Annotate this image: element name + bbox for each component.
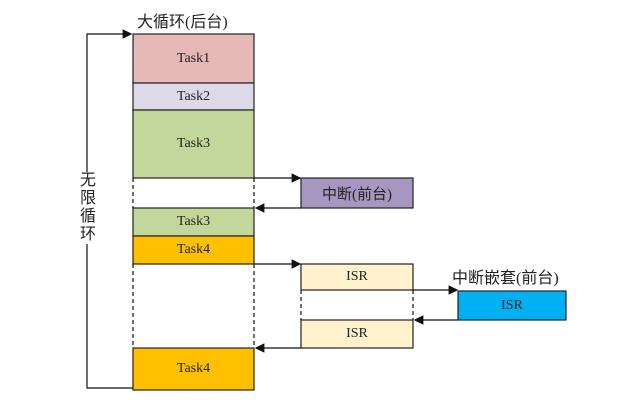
task4a-block bbox=[132, 235, 255, 265]
interrupt-label: 中断(前台) bbox=[322, 186, 392, 203]
task3-resume-label: Task3 bbox=[176, 214, 211, 229]
task4-label: Task4 bbox=[176, 242, 211, 257]
task1-block bbox=[132, 33, 255, 84]
task2-label: Task2 bbox=[176, 88, 211, 104]
task2-block bbox=[132, 82, 255, 111]
interrupt-block bbox=[300, 177, 414, 209]
nested-isr-label: ISR bbox=[501, 297, 523, 313]
isr2-block bbox=[300, 319, 414, 349]
isr-nested-block bbox=[457, 290, 567, 321]
infinite-loop-label: 无限循环 bbox=[80, 172, 97, 244]
nested-interrupt-title: 中断嵌套(前台) bbox=[452, 270, 559, 287]
task4b-block bbox=[132, 347, 255, 391]
task3-label: Task3 bbox=[176, 136, 211, 151]
isr1-label: ISR bbox=[346, 269, 368, 284]
task4-resume-label: Task4 bbox=[176, 361, 211, 376]
task3a-block bbox=[132, 109, 255, 179]
isr2-label: ISR bbox=[346, 326, 368, 341]
task3b-block bbox=[132, 207, 255, 237]
background-loop-title: 大循环(后台) bbox=[137, 14, 228, 31]
task1-label: Task1 bbox=[176, 50, 211, 66]
isr1-block bbox=[300, 263, 414, 291]
